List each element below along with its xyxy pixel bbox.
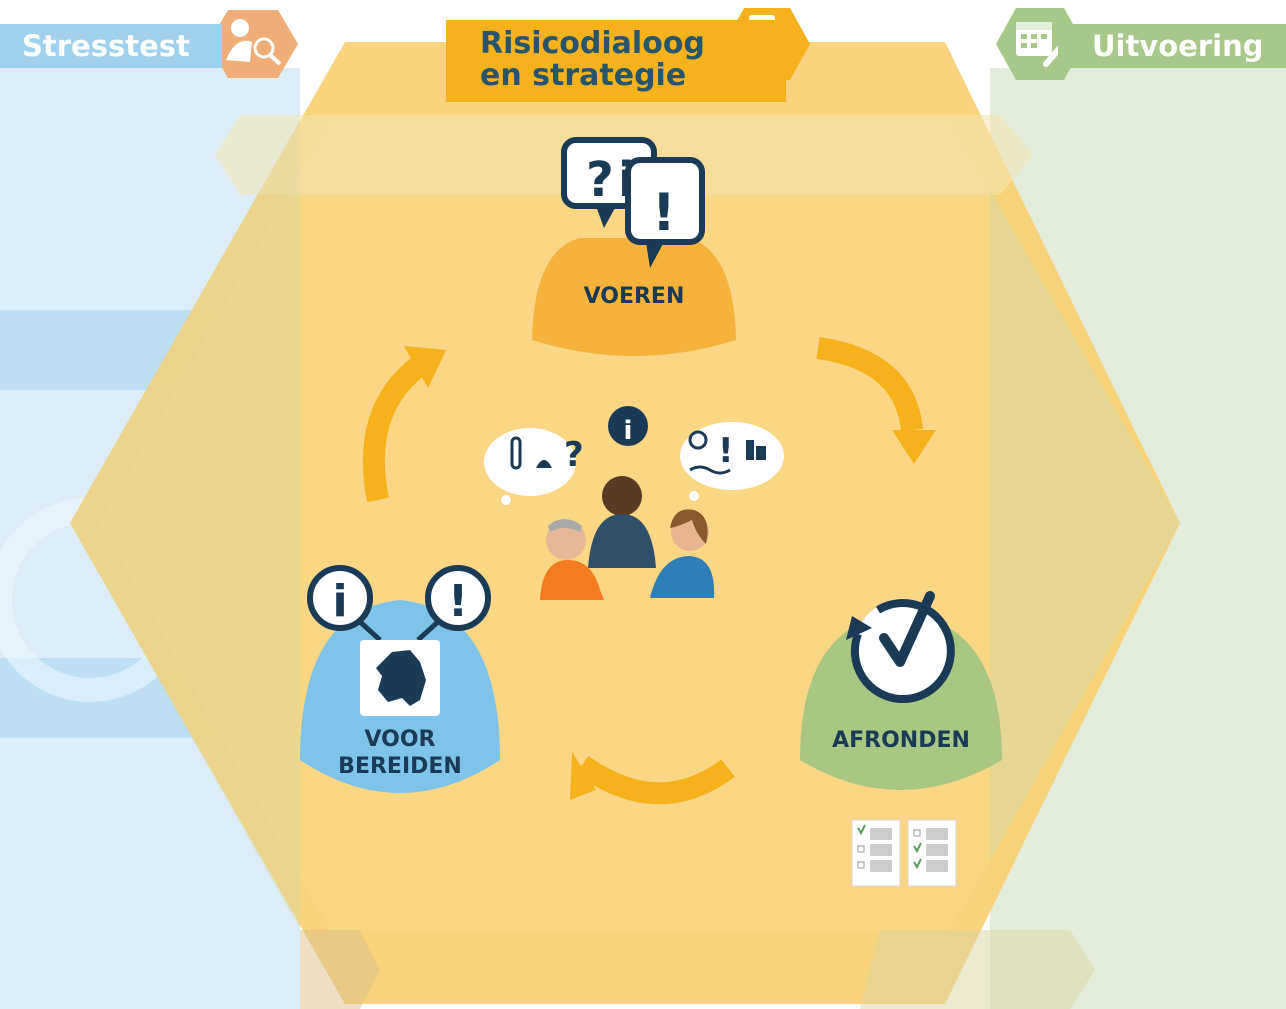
people-in-dialogue-icon: ? i ! [484,406,784,600]
bottom-band [860,930,1095,1009]
question-info-exclamation-bubbles-icon: ? i ! [561,137,705,268]
svg-text:i: i [624,416,633,446]
arrow-afronden-to-voorbereiden [575,755,735,805]
risicodialoog-phase-label: Risicodialoog en strategie [446,20,786,102]
right-overlap [990,190,1180,860]
person-magnifier-icon [208,10,298,78]
bottom-band [300,930,380,1009]
question-glyph: ? [586,152,614,208]
arrow-voorbereiden-to-voeren [362,356,427,503]
cycle-arrows [362,337,923,805]
afronden-label: AFRONDEN [832,728,970,753]
left-overlap [70,120,300,930]
checklist-icon [851,819,957,887]
netherlands-map-icon [356,618,442,716]
arrow-voeren-to-afronden [816,337,923,432]
risicodialoog-line1: Risicodialoog [480,26,705,61]
uitvoering-phase-label: Uitvoering [1058,24,1286,68]
voeren-shape [532,238,736,356]
info-circle-icon: i [307,565,373,631]
exclamation-glyph: ! [652,183,676,243]
svg-text:i: i [332,576,347,627]
arrow-head [570,752,596,800]
voorbereiden-label: VOOR BEREIDEN [300,726,500,780]
arrow-head [892,430,936,464]
check-cycle-icon [846,591,955,704]
svg-text:!: ! [718,431,734,471]
voeren-label: VOEREN [583,284,685,309]
risicodialoog-line2: en strategie [480,58,687,93]
svg-text:?: ? [564,435,584,475]
arrow-head [404,346,446,388]
voorbereiden-line1: VOOR [364,727,436,752]
voorbereiden-line2: BEREIDEN [338,754,462,779]
svg-text:!: ! [448,576,468,627]
stresstest-phase-label: Stresstest [0,24,222,68]
exclamation-circle-icon: ! [425,565,491,631]
